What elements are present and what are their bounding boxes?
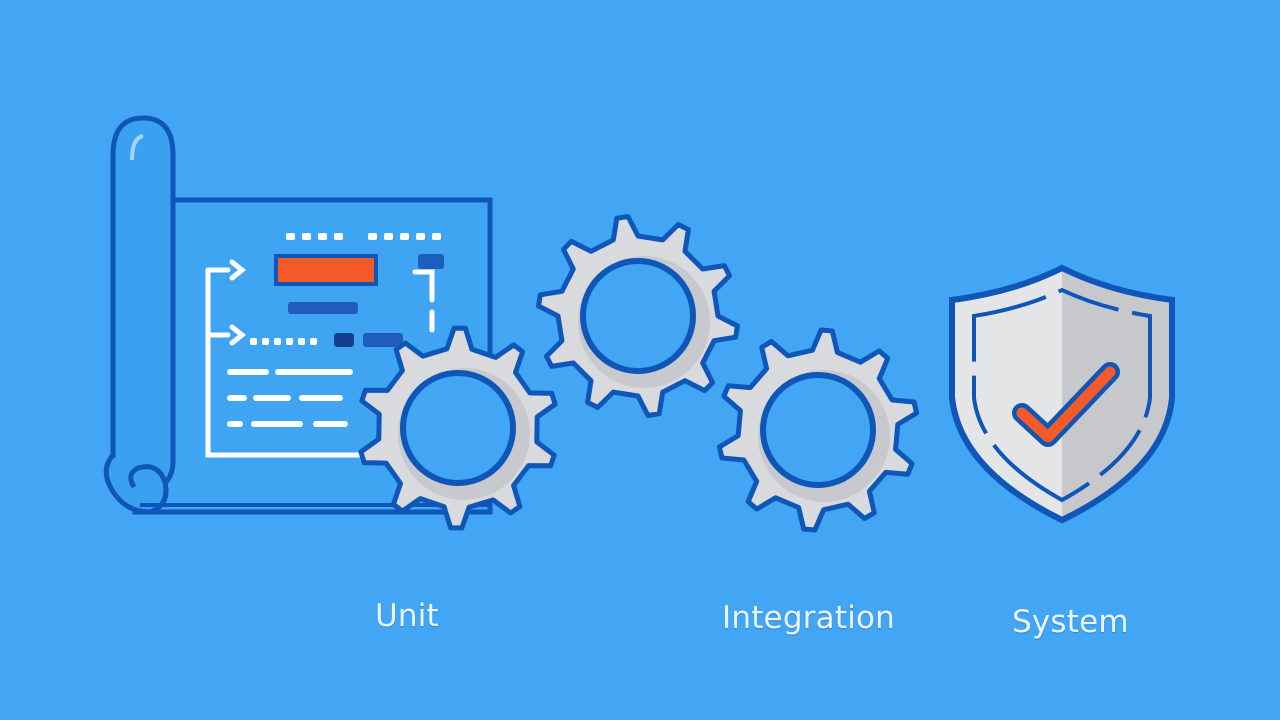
label-system: System (1012, 604, 1129, 640)
shield-check-icon (949, 264, 1175, 524)
label-integration: Integration (722, 600, 896, 636)
gear-icon (716, 327, 920, 533)
gear-icon (536, 214, 740, 418)
gear-icon (358, 325, 558, 531)
label-unit: Unit (375, 598, 439, 634)
gears-group (358, 214, 920, 533)
